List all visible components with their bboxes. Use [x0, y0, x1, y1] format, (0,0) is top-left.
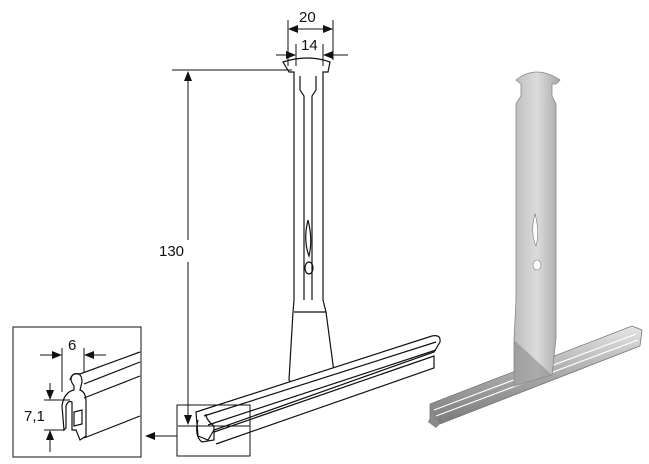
height-dimension [172, 69, 292, 427]
profile-height-label: 7,1 [24, 408, 45, 425]
profile-width-label: 6 [68, 337, 76, 354]
profile-detail: 6 7,1 [12, 326, 142, 458]
line-drawing-hanger [195, 57, 441, 445]
height-label: 130 [159, 243, 184, 260]
hanger-photo [428, 71, 643, 428]
inner-width-label: 14 [301, 37, 318, 54]
width-dimensions [276, 20, 348, 66]
detail-marker-box [176, 404, 251, 457]
overall-width-label: 20 [299, 9, 316, 26]
